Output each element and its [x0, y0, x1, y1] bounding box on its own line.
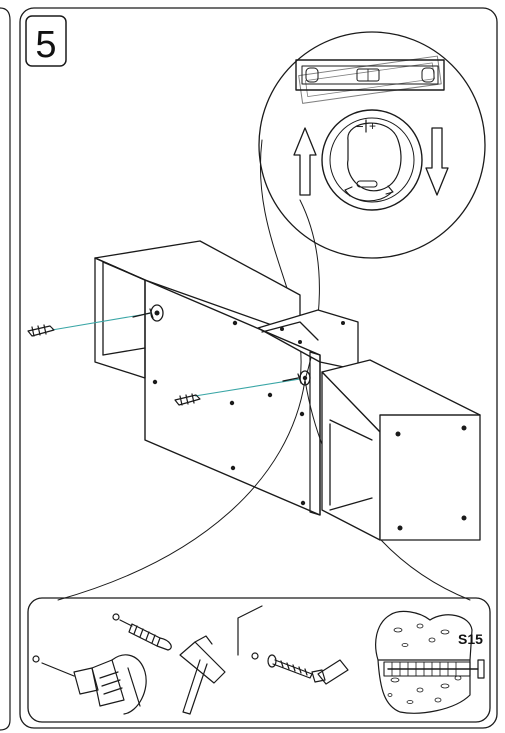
step-number-badge: 5: [25, 15, 67, 67]
spirit-level-icon: [295, 55, 445, 104]
svg-text:−: −: [356, 119, 364, 134]
mounting-guide-lines: [51, 312, 301, 397]
right-cabinet-screw-holes: [280, 321, 467, 531]
right-wall-plug-icon: [174, 373, 302, 406]
anchor-part-label: S15: [458, 631, 483, 647]
hammer-icon: [179, 635, 226, 715]
drill-icon: [32, 654, 147, 715]
back-panel: [144, 279, 321, 516]
wall-corner-mark: [237, 605, 263, 656]
adjust-down-arrow-icon: [425, 127, 449, 196]
step-number: 5: [35, 24, 56, 66]
svg-text:+: +: [369, 119, 376, 133]
right-cabinet-box: [321, 359, 481, 541]
adjust-up-arrow-icon: [293, 127, 317, 196]
wall-plug-icon: [112, 613, 172, 651]
cabinet-assembly: [27, 240, 481, 541]
left-wall-plug-icon: [27, 308, 154, 337]
step-frame: [19, 7, 498, 729]
tools-panel: S15: [27, 597, 491, 723]
level-detail-callout: − +: [258, 31, 486, 259]
adjustment-dial-icon: − +: [321, 109, 423, 211]
left-cabinet-box: [94, 240, 301, 379]
previous-panel-edge: [0, 7, 11, 731]
screw-icon: [251, 652, 349, 685]
wall-section: [375, 610, 485, 714]
